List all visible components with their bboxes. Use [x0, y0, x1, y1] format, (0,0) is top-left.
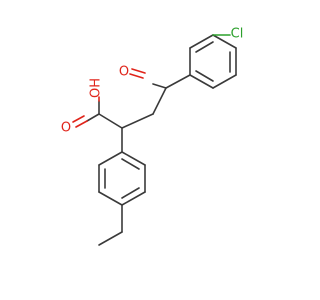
- carbonyl-ch2-bond: [152, 87, 167, 115]
- ethyl-bond: [98, 231, 123, 246]
- carboxyl-c-o-bond: [86, 113, 100, 122]
- aryl-carbonyl-bond: [165, 74, 191, 89]
- ring-bond: [98, 191, 123, 206]
- carboxyl-double-bond-a: [75, 120, 88, 128]
- molecule-svg: Cl O OH O: [61, 27, 244, 246]
- carbonyl-oxygen-label: O: [61, 121, 71, 136]
- ketone-bond: [152, 83, 167, 89]
- ethylphenyl-ring: [98, 151, 146, 206]
- ring-bond: [212, 34, 237, 49]
- ring-bond: [121, 151, 146, 166]
- ketone-oxygen-label: O: [119, 65, 129, 80]
- ring-bond: [189, 74, 214, 89]
- chlorine-label: Cl: [231, 27, 244, 42]
- ring-bond: [212, 74, 237, 89]
- ketone-double-bond-a: [129, 73, 144, 79]
- ring-double-bond: [121, 187, 140, 199]
- ketone-double-bond-b: [131, 68, 146, 74]
- molecule-diagram: Cl O OH O: [61, 27, 244, 246]
- ring-double-bond: [195, 41, 214, 53]
- ring-bond: [189, 34, 214, 49]
- ring-bond: [121, 191, 146, 206]
- hydroxyl-label: OH: [89, 78, 104, 98]
- ring-double-bond: [121, 158, 140, 170]
- ch-carboxyl-bond: [98, 113, 123, 129]
- chlorophenyl-ring: [189, 34, 237, 89]
- ring-bond: [98, 151, 123, 166]
- carboxyl-double-bond-b: [72, 115, 85, 123]
- ring-double-bond: [195, 70, 214, 82]
- ch2-ch-bond: [121, 113, 154, 129]
